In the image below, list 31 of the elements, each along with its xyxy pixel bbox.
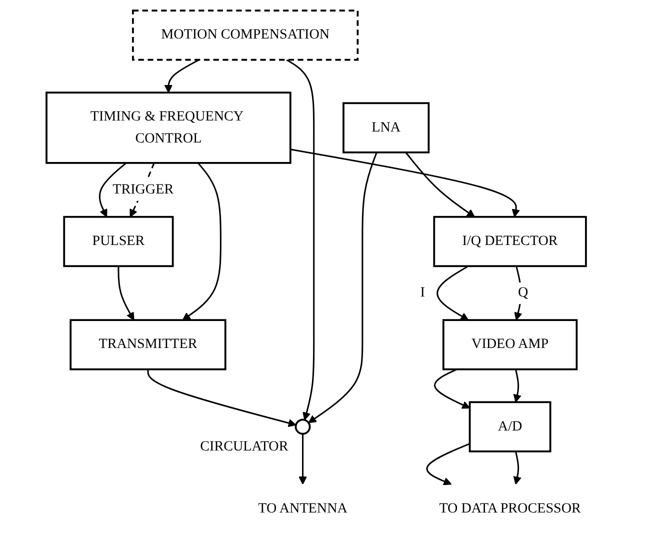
arrow bbox=[405, 152, 476, 218]
node-box: TRANSMITTER bbox=[70, 319, 227, 370]
arrow bbox=[514, 369, 522, 403]
arrow bbox=[118, 266, 134, 320]
node-circle bbox=[295, 418, 311, 435]
arrow bbox=[436, 265, 469, 320]
node-box: MOTION COMPENSATION bbox=[132, 10, 359, 61]
node-box: A/D bbox=[469, 401, 552, 452]
arrow bbox=[164, 59, 200, 93]
edge-label: I bbox=[420, 285, 426, 300]
edge-label: TRIGGER bbox=[112, 182, 174, 198]
arrow bbox=[308, 152, 378, 424]
node-caption: CIRCULATOR bbox=[200, 438, 288, 455]
node-text: TO DATA PROCESSOR bbox=[439, 501, 582, 516]
node-box: PULSER bbox=[63, 216, 174, 268]
arrow bbox=[514, 266, 522, 320]
arrow bbox=[434, 368, 470, 409]
arrow bbox=[298, 434, 308, 485]
arrow bbox=[147, 369, 297, 428]
node-box: I/Q DETECTOR bbox=[433, 216, 588, 268]
edge-label: Q bbox=[518, 285, 528, 300]
arrow bbox=[286, 59, 315, 420]
node-box: VIDEO AMP bbox=[442, 319, 578, 370]
node-text: TO ANTENNA bbox=[258, 501, 348, 516]
node-box: TIMING & FREQUENCY CONTROL bbox=[46, 92, 292, 164]
arrow bbox=[290, 148, 520, 218]
arrow bbox=[514, 451, 522, 485]
arrow bbox=[426, 442, 470, 486]
node-box: LNA bbox=[342, 102, 430, 154]
arrow bbox=[182, 162, 222, 320]
arrow bbox=[99, 162, 127, 218]
